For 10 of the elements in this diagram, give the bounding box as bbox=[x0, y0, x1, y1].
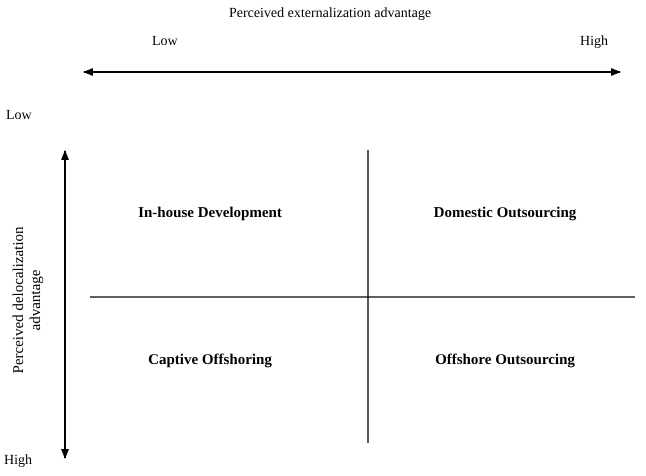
quadrant-label: Offshore Outsourcing bbox=[434, 352, 576, 369]
axis-title: Perceived externalization advantage bbox=[228, 5, 432, 22]
axis-end-label: Low bbox=[152, 33, 179, 50]
axis-title: Perceived delocalization advantage bbox=[11, 226, 45, 376]
quadrant-label: Domestic Outsourcing bbox=[432, 205, 578, 222]
axis-end-label: High bbox=[580, 33, 609, 50]
quadrant-label: In-house Development bbox=[137, 205, 283, 222]
axis-end-label: Low bbox=[6, 107, 33, 124]
axis-end-label: High bbox=[4, 452, 33, 469]
quadrant-label: Captive Offshoring bbox=[147, 352, 273, 369]
